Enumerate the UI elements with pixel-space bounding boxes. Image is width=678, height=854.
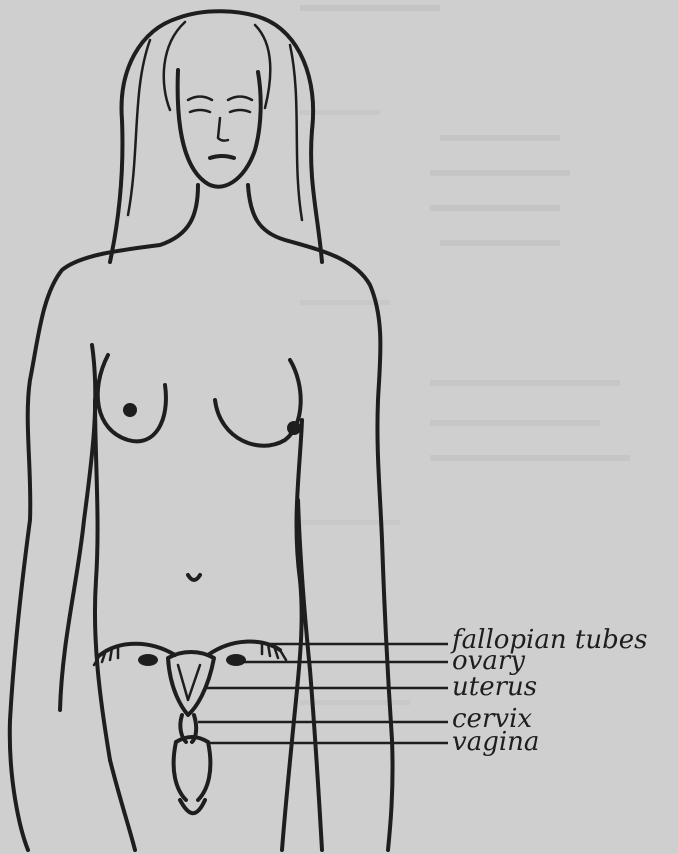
label-uterus: uterus [452, 672, 537, 702]
hair-strands [128, 22, 302, 220]
label-vagina: vagina [452, 727, 539, 757]
ovary-left [138, 654, 158, 666]
nipple-right [287, 421, 301, 435]
torso-left [95, 400, 110, 760]
uterus-drawing [168, 652, 214, 715]
arm-inner-right [298, 500, 322, 850]
neck-shoulder-right [248, 185, 393, 850]
ovary-right [226, 654, 246, 666]
breast-left [98, 355, 166, 441]
eye-left [188, 97, 212, 113]
nose [218, 118, 228, 141]
crotch [180, 800, 205, 813]
mouth [210, 156, 234, 158]
neck-shoulder-left [10, 185, 198, 850]
uterus-cavity [178, 665, 200, 700]
show-through-text [300, 5, 630, 705]
nipple-left [123, 403, 137, 417]
arm-inner-left [60, 345, 95, 710]
legs-left [110, 760, 135, 850]
breast-right [215, 360, 301, 446]
eye-right [228, 97, 252, 113]
navel [188, 575, 200, 580]
vagina-drawing [174, 737, 211, 800]
